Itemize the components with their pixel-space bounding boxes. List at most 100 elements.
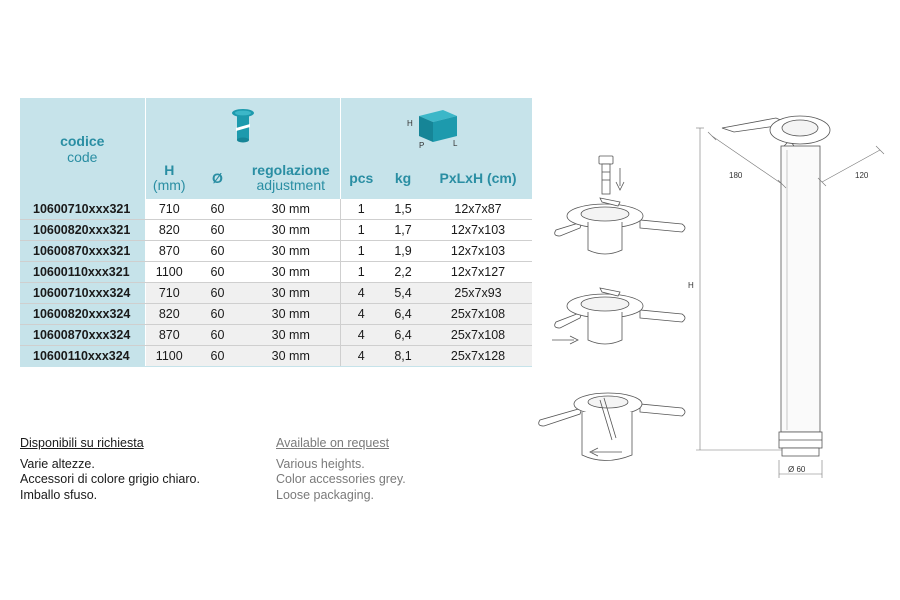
product-code: 10600110xxx321 xyxy=(20,261,146,283)
cell-pcs: 1 xyxy=(340,199,383,220)
cell-h: 870 xyxy=(145,324,193,346)
cell-h: 710 xyxy=(145,282,193,304)
notes-it-line: Varie altezze. xyxy=(20,456,95,471)
product-code: 10600710xxx324 xyxy=(20,282,146,304)
cell-d: 60 xyxy=(193,324,242,346)
cell-dim: 12x7x87 xyxy=(424,199,533,220)
assembly-step-2-drawing xyxy=(552,287,686,345)
cell-dim: 12x7x103 xyxy=(424,219,533,241)
notes-italian: Disponibili su richiesta Varie altezze. … xyxy=(20,436,200,503)
cell-kg: 8,1 xyxy=(382,345,425,367)
notes-en-line: Loose packaging. xyxy=(276,487,374,502)
box-label-p: P xyxy=(419,141,424,150)
notes-english: Available on request Various heights. Co… xyxy=(276,436,406,503)
cell-d: 60 xyxy=(193,261,242,283)
table-header-row-icons: codice code H P L xyxy=(20,98,533,199)
cell-h: 820 xyxy=(145,303,193,325)
cell-dim: 25x7x128 xyxy=(424,345,533,367)
cell-pcs: 1 xyxy=(340,219,383,241)
dimension-label-diameter: Ø 60 xyxy=(788,465,806,474)
col-header-diameter: Ø xyxy=(193,157,242,199)
product-code: 10600820xxx321 xyxy=(20,219,146,241)
table-leg-icon xyxy=(231,109,254,143)
spec-table: codice code H P L H(mm) Ø r xyxy=(20,98,533,367)
cell-h: 710 xyxy=(145,199,193,220)
cell-kg: 6,4 xyxy=(382,303,425,325)
box-label-l: L xyxy=(453,139,458,148)
cell-pcs: 4 xyxy=(340,303,383,325)
cell-h: 870 xyxy=(145,240,193,262)
product-code: 10600870xxx324 xyxy=(20,324,146,346)
cell-dim: 25x7x93 xyxy=(424,282,533,304)
notes-en-title: Available on request xyxy=(276,436,390,450)
col-header-h: H(mm) xyxy=(145,157,193,199)
cell-adj: 30 mm xyxy=(242,240,341,262)
cell-adj: 30 mm xyxy=(242,261,341,283)
cell-d: 60 xyxy=(193,345,242,367)
cell-d: 60 xyxy=(193,303,242,325)
cell-d: 60 xyxy=(193,199,242,220)
cell-h: 1100 xyxy=(145,261,193,283)
dimension-label-height: H xyxy=(688,281,694,290)
notes-en-line: Various heights. xyxy=(276,456,365,471)
product-code: 10600110xxx324 xyxy=(20,345,146,367)
cell-dim: 25x7x108 xyxy=(424,324,533,346)
cell-h: 1100 xyxy=(145,345,193,367)
cell-kg: 1,5 xyxy=(382,199,425,220)
cell-pcs: 4 xyxy=(340,324,383,346)
cell-adj: 30 mm xyxy=(242,219,341,241)
cell-kg: 1,7 xyxy=(382,219,425,241)
leg-side-view-drawing xyxy=(721,115,831,457)
code-header: codice code xyxy=(20,98,146,199)
notes-it-line: Imballo sfuso. xyxy=(20,487,98,502)
cell-adj: 30 mm xyxy=(242,282,341,304)
cell-d: 60 xyxy=(193,282,242,304)
cell-h: 820 xyxy=(145,219,193,241)
cell-adj: 30 mm xyxy=(242,303,341,325)
box-dimensions-icon: H P L xyxy=(407,110,458,150)
cell-dim: 25x7x108 xyxy=(424,303,533,325)
cell-kg: 5,4 xyxy=(382,282,425,304)
cell-kg: 1,9 xyxy=(382,240,425,262)
leg-icon-cell xyxy=(145,98,341,157)
product-code: 10600870xxx321 xyxy=(20,240,146,262)
col-header-dimensions: PxLxH (cm) xyxy=(424,157,533,199)
cell-adj: 30 mm xyxy=(242,324,341,346)
col-header-kg: kg xyxy=(382,157,425,199)
col-header-adjustment-en: adjustment xyxy=(256,177,325,193)
dimension-lines xyxy=(696,127,885,478)
dimension-label-180: 180 xyxy=(729,171,743,180)
col-header-h-unit: (mm) xyxy=(152,177,186,193)
product-code: 10600710xxx321 xyxy=(20,199,146,220)
col-header-pcs: pcs xyxy=(340,157,383,199)
assembly-step-1-drawing xyxy=(554,155,686,255)
cell-pcs: 1 xyxy=(340,261,383,283)
notes-it-title: Disponibili su richiesta xyxy=(20,436,144,450)
dimension-label-120: 120 xyxy=(855,171,869,180)
product-code: 10600820xxx324 xyxy=(20,303,146,325)
box-icon-cell: H P L xyxy=(340,98,533,157)
cell-dim: 12x7x127 xyxy=(424,261,533,283)
cell-d: 60 xyxy=(193,219,242,241)
cell-d: 60 xyxy=(193,240,242,262)
box-label-h: H xyxy=(407,119,413,128)
cell-pcs: 1 xyxy=(340,240,383,262)
cell-adj: 30 mm xyxy=(242,199,341,220)
notes-it-line: Accessori di colore grigio chiaro. xyxy=(20,472,200,486)
cell-pcs: 4 xyxy=(340,345,383,367)
cell-kg: 6,4 xyxy=(382,324,425,346)
cell-kg: 2,2 xyxy=(382,261,425,283)
notes-en-line: Color accessories grey. xyxy=(276,472,406,486)
